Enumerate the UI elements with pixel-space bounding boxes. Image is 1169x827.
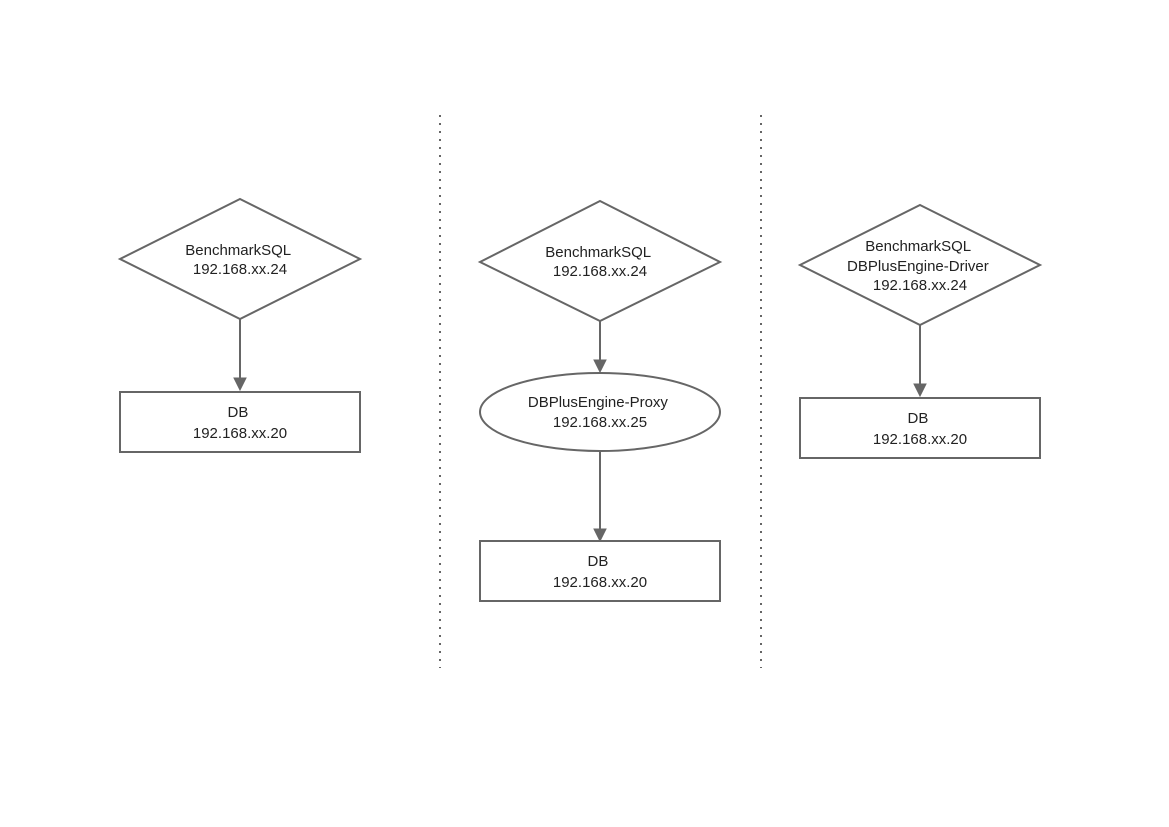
label-line: DB — [227, 404, 248, 421]
label-line: DB — [587, 553, 608, 570]
label-line: 192.168.xx.24 — [873, 277, 967, 294]
label-line: 192.168.xx.25 — [553, 414, 647, 431]
benchmarksql-driver-node-label: BenchmarkSQL DBPlusEngine-Driver 192.168… — [847, 238, 993, 294]
arrowhead-icon — [913, 383, 927, 398]
label-line: BenchmarkSQL — [865, 238, 971, 255]
column-1-direct: BenchmarkSQL 192.168.xx.24 DB 192.168.xx… — [117, 197, 363, 453]
arrowhead-icon — [593, 359, 607, 374]
benchmarksql-node-label: BenchmarkSQL 192.168.xx.24 — [185, 242, 295, 278]
arrowhead-icon — [593, 528, 607, 543]
label-line: 192.168.xx.20 — [553, 574, 647, 591]
label-line: 192.168.xx.24 — [193, 261, 287, 278]
label-line: DBPlusEngine-Proxy — [528, 394, 669, 411]
db-rect-node[interactable] — [799, 397, 1041, 459]
db-node-label: DB 192.168.xx.20 — [193, 404, 287, 442]
db-rect-node[interactable] — [479, 540, 721, 602]
label-line: DB — [907, 410, 928, 427]
proxy-ellipse-node[interactable] — [479, 372, 721, 452]
column-2-proxy: BenchmarkSQL 192.168.xx.24 DBPlusEngine-… — [477, 199, 723, 602]
benchmarksql-diamond-node[interactable] — [117, 197, 363, 321]
benchmarksql-node-label: BenchmarkSQL 192.168.xx.24 — [545, 244, 655, 280]
benchmarksql-diamond-node[interactable] — [477, 199, 723, 323]
label-line: 192.168.xx.20 — [873, 431, 967, 448]
proxy-node-label: DBPlusEngine-Proxy 192.168.xx.25 — [528, 394, 672, 431]
label-line: BenchmarkSQL — [185, 242, 291, 259]
db-node-label: DB 192.168.xx.20 — [553, 553, 647, 591]
label-line: DBPlusEngine-Driver — [847, 258, 989, 275]
db-rect-node[interactable] — [119, 391, 361, 453]
db-node-label: DB 192.168.xx.20 — [873, 410, 967, 448]
label-line: 192.168.xx.20 — [193, 425, 287, 442]
arrowhead-icon — [233, 377, 247, 392]
column-3-driver: BenchmarkSQL DBPlusEngine-Driver 192.168… — [797, 203, 1043, 459]
label-line: BenchmarkSQL — [545, 244, 651, 261]
label-line: 192.168.xx.24 — [553, 263, 647, 280]
